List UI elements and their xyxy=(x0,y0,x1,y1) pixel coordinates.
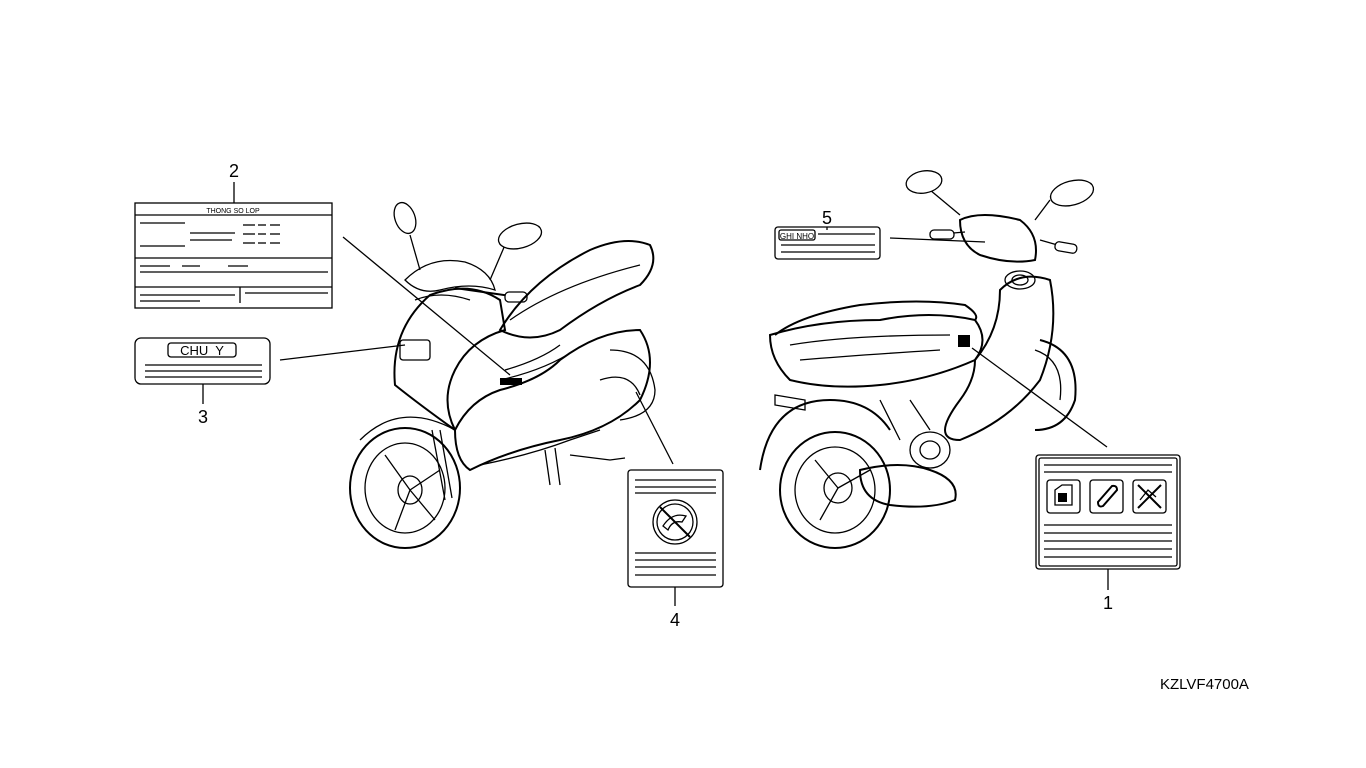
callout-1: 1 xyxy=(1103,593,1113,613)
scooter-rear-view xyxy=(759,170,1095,549)
callout-5: 5 xyxy=(822,208,832,228)
label-no-tamper xyxy=(627,469,724,588)
callout-4: 4 xyxy=(670,610,680,630)
label2-title: THONG SO LOP xyxy=(206,208,260,215)
callout-3: 3 xyxy=(198,407,208,427)
label-caution: CHU Y xyxy=(134,337,271,385)
label-maintenance xyxy=(1035,454,1181,570)
scooter-front-view xyxy=(349,201,656,549)
label-tire-info: THONG SO LOP xyxy=(134,202,333,309)
diagram-part-code: KZLVF4700A xyxy=(1160,676,1249,693)
label3-title: CHU Y xyxy=(180,343,224,358)
callout-2: 2 xyxy=(229,161,239,181)
label-note: GHI NHO xyxy=(774,226,881,260)
label5-title: GHI NHO xyxy=(780,232,814,241)
